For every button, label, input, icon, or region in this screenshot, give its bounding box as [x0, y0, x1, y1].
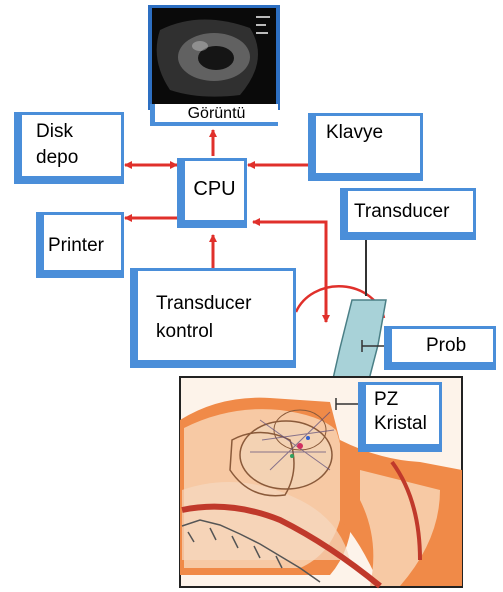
leader-lines: [0, 0, 503, 592]
ultrasound-system-diagram: Görüntü Disk depo Klavye CPU Transducer …: [0, 0, 503, 592]
